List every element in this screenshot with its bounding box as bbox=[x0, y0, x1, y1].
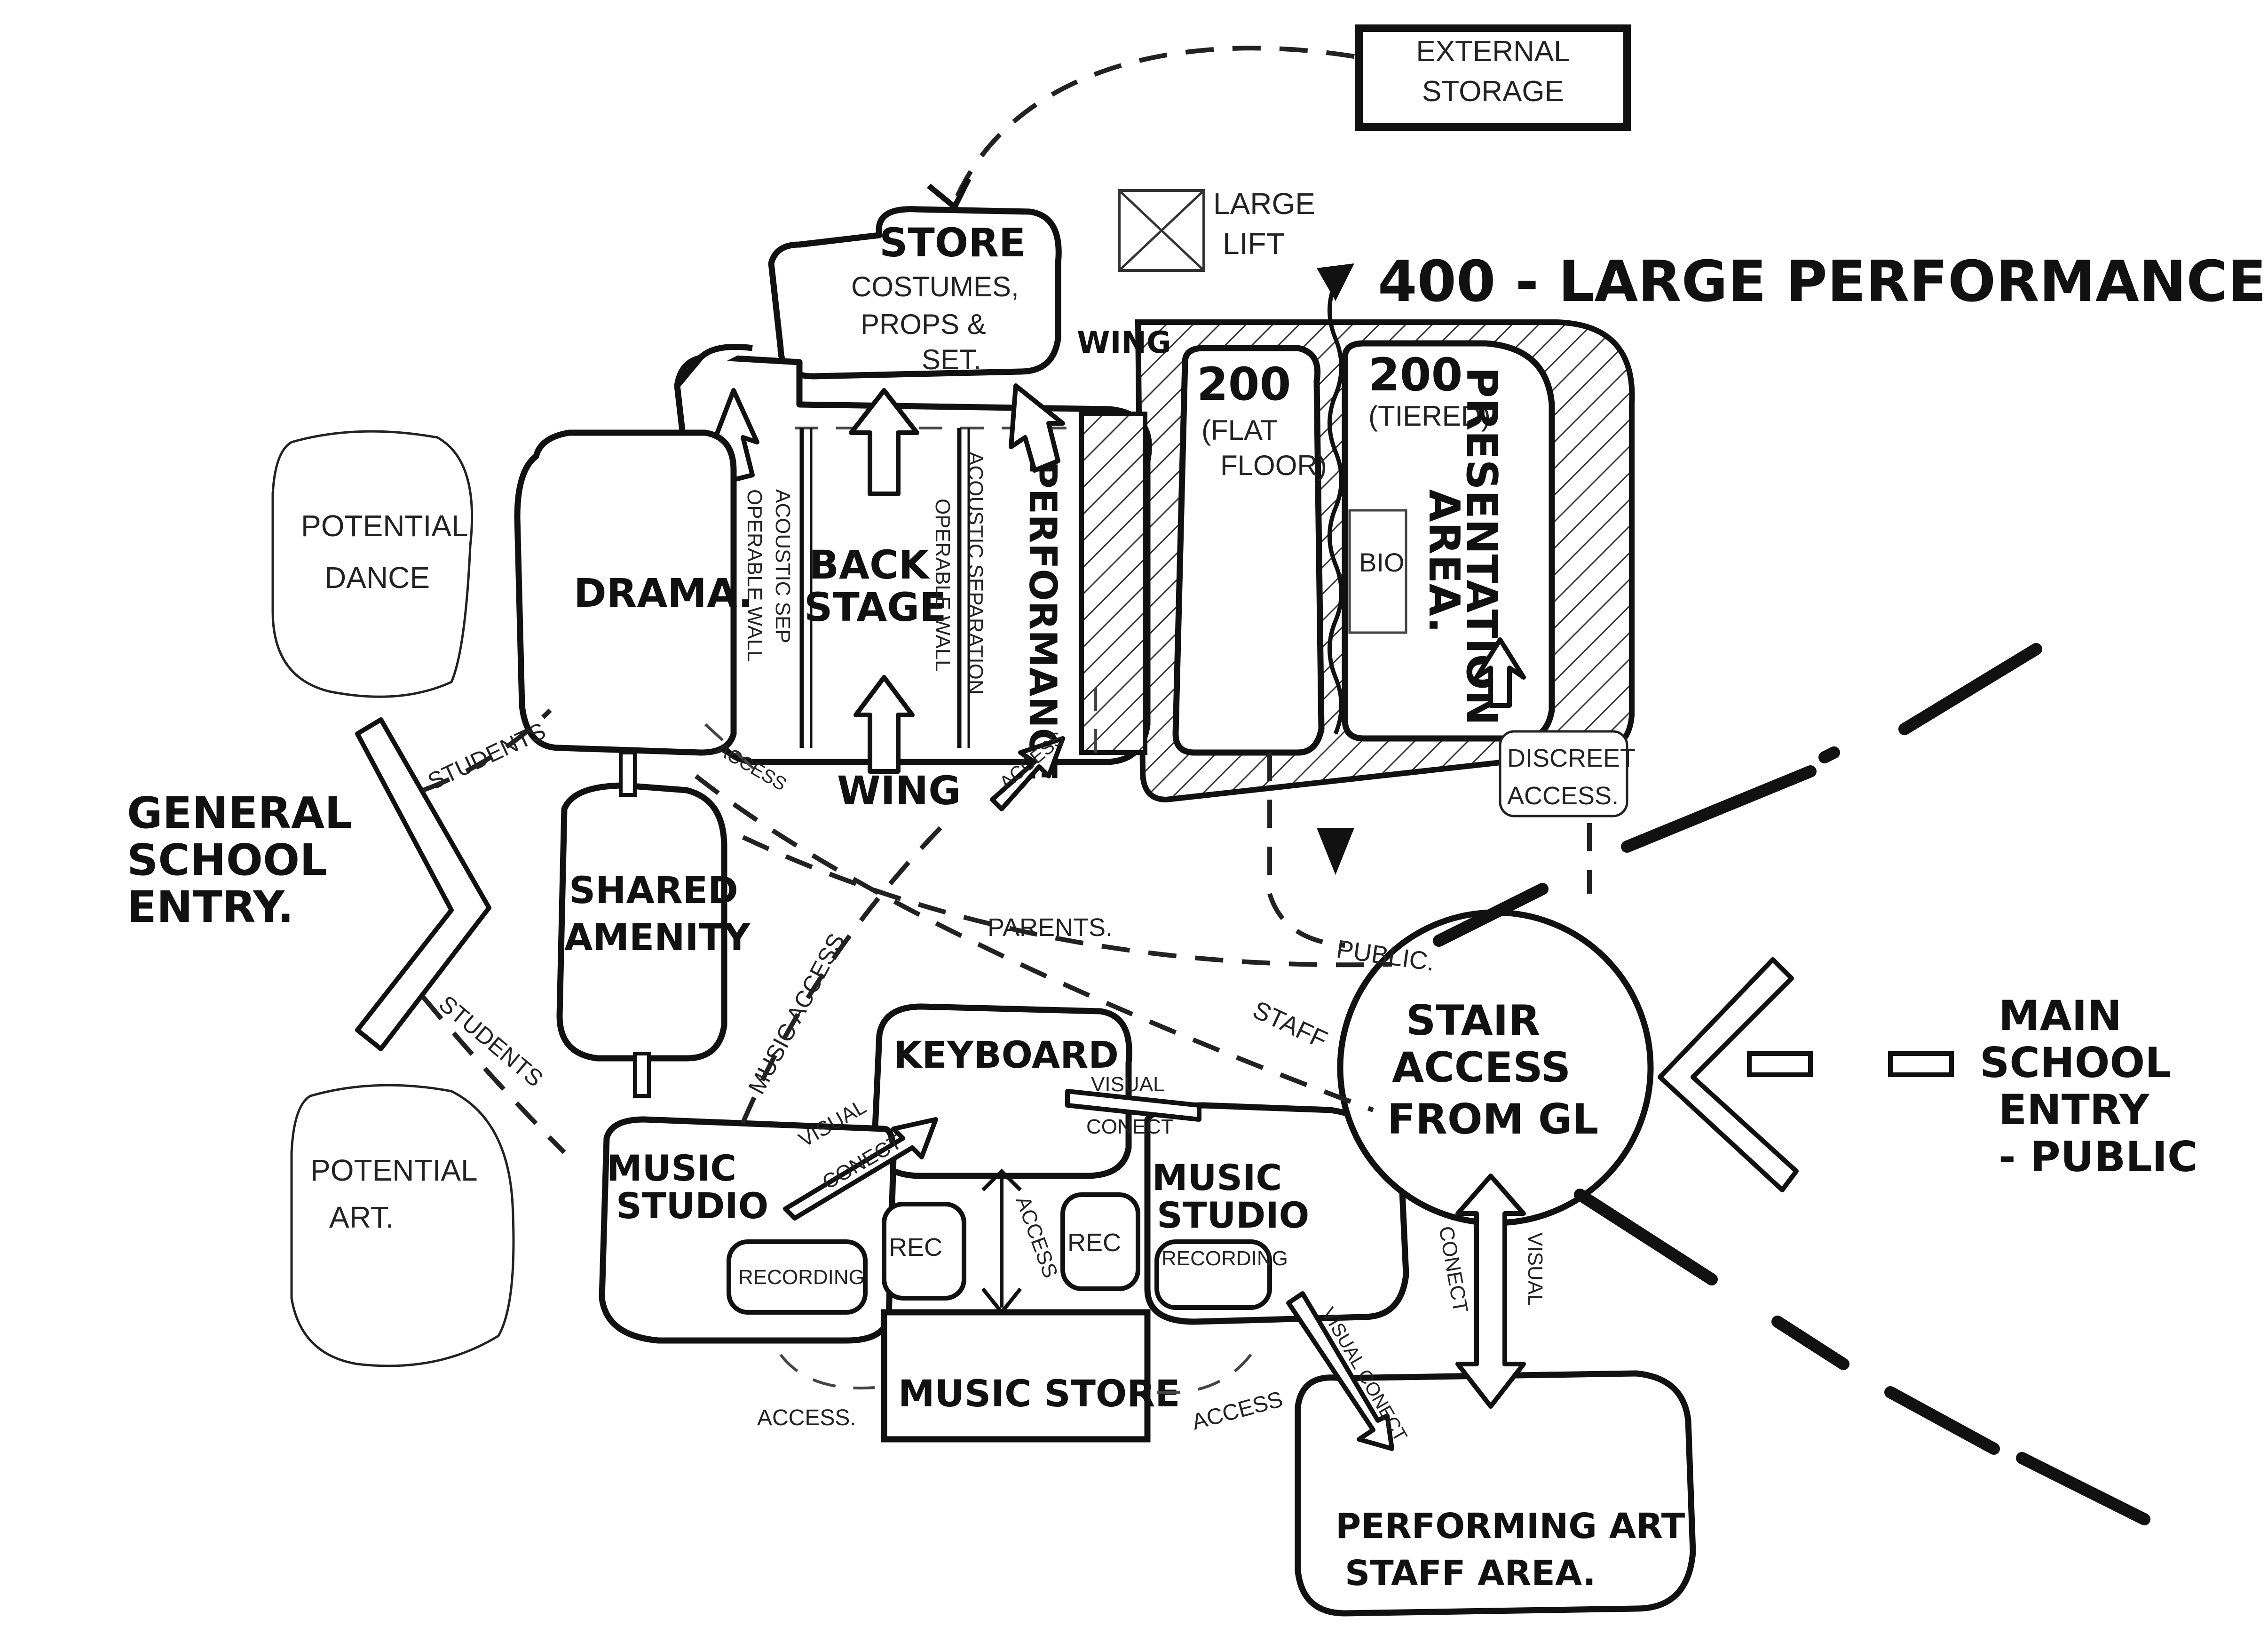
svg-text:FROM GL: FROM GL bbox=[1387, 1095, 1598, 1143]
main-school-entry: MAIN SCHOOL ENTRY - PUBLIC bbox=[1658, 957, 2198, 1192]
svg-text:DISCREET: DISCREET bbox=[1507, 744, 1636, 772]
svg-text:MAIN: MAIN bbox=[1999, 992, 2122, 1040]
svg-text:CONECT: CONECT bbox=[1434, 1224, 1472, 1314]
svg-text:STORAGE: STORAGE bbox=[1422, 75, 1564, 108]
svg-text:VISUAL: VISUAL bbox=[1524, 1232, 1547, 1306]
svg-text:OPERABLE WALL: OPERABLE WALL bbox=[931, 499, 954, 672]
svg-text:OPERABLE WALL: OPERABLE WALL bbox=[743, 489, 766, 662]
svg-text:ACCESS: ACCESS bbox=[1189, 1387, 1285, 1435]
svg-text:AMENITY: AMENITY bbox=[564, 917, 751, 959]
svg-text:EXTERNAL: EXTERNAL bbox=[1416, 35, 1570, 68]
svg-text:GENERAL: GENERAL bbox=[127, 788, 352, 838]
svg-text:PROPS &: PROPS & bbox=[861, 309, 986, 340]
shared-amenity: SHARED AMENITY bbox=[556, 751, 751, 1098]
svg-text:PERFORMING ART: PERFORMING ART bbox=[1336, 1506, 1685, 1547]
svg-text:FLOOR): FLOOR) bbox=[1220, 450, 1327, 481]
svg-text:DRAMA.: DRAMA. bbox=[574, 570, 753, 616]
svg-text:- PUBLIC: - PUBLIC bbox=[1999, 1133, 2198, 1181]
acoustic-divide-wavy bbox=[1317, 263, 1354, 875]
svg-text:ACCESS.: ACCESS. bbox=[757, 1405, 856, 1430]
svg-text:RECORDING: RECORDING bbox=[1162, 1247, 1288, 1270]
svg-text:MUSIC: MUSIC bbox=[607, 1147, 736, 1189]
rec-booth-left: REC bbox=[882, 1202, 966, 1301]
svg-text:STORE: STORE bbox=[879, 220, 1026, 266]
svg-text:ACCESS.: ACCESS. bbox=[1507, 782, 1619, 810]
svg-text:(FLAT: (FLAT bbox=[1201, 414, 1278, 446]
svg-text:200: 200 bbox=[1197, 358, 1291, 411]
svg-text:CONECT: CONECT bbox=[1086, 1115, 1174, 1138]
music-studio-left: MUSIC STUDIO RECORDING bbox=[599, 1116, 897, 1344]
svg-text:SET.: SET. bbox=[922, 344, 981, 375]
svg-text:STUDENTS: STUDENTS bbox=[424, 717, 550, 795]
external-storage: EXTERNAL STORAGE bbox=[1355, 24, 1631, 131]
svg-text:ART.: ART. bbox=[329, 1200, 394, 1234]
svg-text:MUSIC ACCESS: MUSIC ACCESS bbox=[743, 929, 850, 1098]
svg-text:STUDIO: STUDIO bbox=[1157, 1194, 1309, 1236]
general-school-entry: GENERAL SCHOOL ENTRY. bbox=[127, 717, 491, 1051]
svg-text:BIO: BIO bbox=[1359, 547, 1404, 577]
deliveries-flow bbox=[927, 46, 1355, 212]
flat-floor-hall: 200 (FLAT FLOOR) bbox=[1172, 345, 1327, 756]
keyboard-room: KEYBOARD bbox=[871, 1003, 1132, 1179]
svg-text:WING: WING bbox=[837, 768, 961, 814]
svg-text:SCHOOL: SCHOOL bbox=[127, 835, 327, 885]
svg-text:POTENTIAL: POTENTIAL bbox=[301, 509, 468, 543]
svg-text:WING: WING bbox=[1077, 325, 1171, 360]
svg-text:REC: REC bbox=[1067, 1229, 1121, 1257]
sightlines bbox=[1433, 643, 2150, 1525]
svg-text:DANCE: DANCE bbox=[324, 561, 430, 595]
svg-text:PERFORMANCE: PERFORMANCE bbox=[1021, 461, 1065, 781]
svg-text:MUSIC: MUSIC bbox=[1152, 1157, 1282, 1198]
svg-text:VISUAL: VISUAL bbox=[1091, 1073, 1165, 1096]
potential-art: POTENTIAL ART. bbox=[290, 1084, 515, 1367]
svg-text:ACOUSTIC SEP: ACOUSTIC SEP bbox=[771, 489, 794, 643]
svg-text:ACCESS: ACCESS bbox=[1392, 1043, 1571, 1092]
svg-text:PARENTS.: PARENTS. bbox=[988, 913, 1113, 942]
svg-text:STUDIO: STUDIO bbox=[616, 1185, 768, 1227]
svg-text:POTENTIAL: POTENTIAL bbox=[310, 1153, 478, 1187]
rec-booth-right: REC bbox=[1060, 1192, 1140, 1291]
svg-text:BACK: BACK bbox=[809, 542, 931, 588]
svg-text:ENTRY.: ENTRY. bbox=[127, 882, 294, 932]
large-performance-label: 400 - LARGE PERFORMANCE bbox=[1378, 249, 2266, 315]
svg-text:LIFT: LIFT bbox=[1223, 227, 1285, 261]
tiered-hall: 200 (TIERED) BIO PRESENTATION AREA. bbox=[1342, 340, 1555, 742]
svg-text:MUSIC STORE: MUSIC STORE bbox=[898, 1373, 1180, 1415]
svg-text:ENTRY: ENTRY bbox=[1999, 1086, 2150, 1134]
performing-art-staff-area: PERFORMING ART STAFF AREA. bbox=[1295, 1370, 1696, 1617]
potential-dance: POTENTIAL DANCE bbox=[271, 430, 474, 698]
svg-text:SCHOOL: SCHOOL bbox=[1980, 1039, 2171, 1087]
svg-text:STAFF: STAFF bbox=[1249, 995, 1332, 1054]
svg-text:RECORDING: RECORDING bbox=[738, 1266, 865, 1289]
svg-text:STAGE: STAGE bbox=[804, 584, 947, 630]
svg-text:STAIR: STAIR bbox=[1406, 996, 1540, 1045]
stair-access: STAIR ACCESS FROM GL bbox=[1337, 909, 1654, 1226]
svg-text:LARGE: LARGE bbox=[1213, 187, 1315, 221]
backstage-block: BACK STAGE PERFORMANCE ACOUSTIC SEP OPER… bbox=[674, 325, 1171, 814]
svg-text:REC: REC bbox=[889, 1233, 942, 1261]
store-room: STORE COSTUMES, PROPS & SET. bbox=[768, 206, 1062, 380]
svg-text:ACCESS: ACCESS bbox=[1012, 1193, 1062, 1281]
svg-text:(TIERED): (TIERED) bbox=[1368, 400, 1491, 432]
discreet-access: DISCREET ACCESS. bbox=[1499, 730, 1636, 817]
drama-room: DRAMA. bbox=[514, 429, 753, 756]
svg-text:STAFF AREA.: STAFF AREA. bbox=[1345, 1553, 1596, 1594]
svg-text:AREA.: AREA. bbox=[1419, 489, 1469, 633]
svg-text:SHARED: SHARED bbox=[569, 870, 738, 912]
svg-text:200: 200 bbox=[1368, 349, 1462, 401]
large-lift: LARGE LIFT bbox=[1118, 187, 1315, 272]
music-studio-right: MUSIC STUDIO RECORDING bbox=[1144, 1102, 1409, 1325]
music-store: MUSIC STORE bbox=[881, 1309, 1180, 1443]
svg-text:ACOUSTIC SEPARATION: ACOUSTIC SEPARATION bbox=[964, 452, 987, 695]
svg-text:COSTUMES,: COSTUMES, bbox=[851, 271, 1019, 302]
svg-text:KEYBOARD: KEYBOARD bbox=[893, 1034, 1119, 1077]
